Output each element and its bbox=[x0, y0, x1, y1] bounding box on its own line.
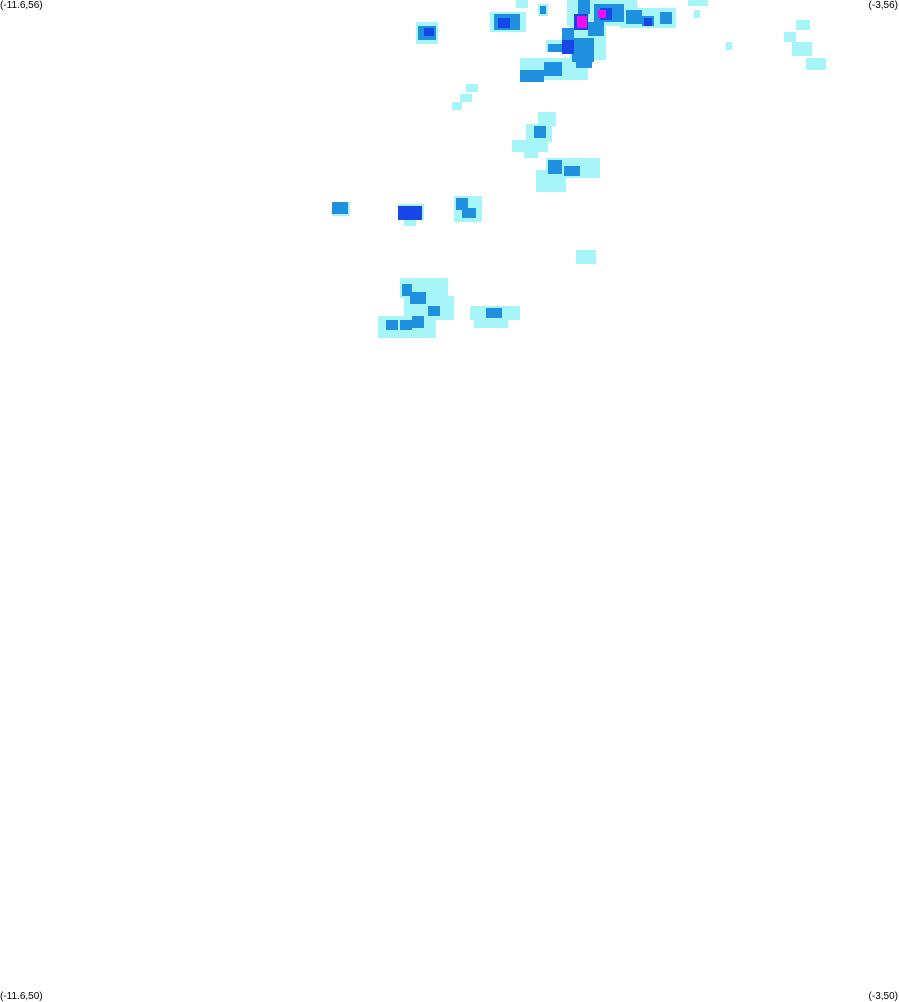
corner-coordinate-bottom-left: (-11.6,50) bbox=[0, 991, 43, 1002]
precip-cell bbox=[402, 284, 412, 296]
precip-cell bbox=[466, 84, 478, 92]
precip-cell bbox=[578, 0, 590, 14]
precip-cells-extreme bbox=[577, 10, 606, 28]
precip-cell bbox=[626, 10, 642, 24]
corner-coordinate-top-right: (-3,56) bbox=[868, 0, 898, 11]
precip-cell bbox=[460, 94, 472, 102]
precip-cell bbox=[576, 58, 592, 68]
precip-cell bbox=[562, 28, 574, 40]
precip-cell bbox=[644, 18, 652, 26]
precip-cell bbox=[332, 202, 348, 214]
precip-cell bbox=[512, 140, 548, 152]
precip-cells-medium bbox=[332, 0, 672, 330]
precip-cell bbox=[588, 22, 604, 36]
corner-coordinate-top-left: (-11.6,56) bbox=[0, 0, 43, 11]
precip-cell bbox=[572, 38, 594, 62]
precip-cell bbox=[806, 58, 826, 70]
precip-cell bbox=[726, 42, 732, 50]
precip-cell bbox=[540, 6, 546, 14]
precip-cell bbox=[474, 318, 508, 328]
precip-cell bbox=[400, 320, 412, 330]
precip-cell bbox=[688, 0, 708, 6]
precip-cell bbox=[576, 250, 596, 264]
precip-cell bbox=[548, 44, 564, 52]
precip-cell bbox=[404, 218, 416, 226]
precip-cell bbox=[410, 292, 426, 304]
corner-coordinate-bottom-right: (-3,50) bbox=[868, 991, 898, 1002]
precip-cell bbox=[462, 208, 476, 218]
precip-cell bbox=[548, 160, 562, 174]
precip-cell bbox=[796, 20, 810, 30]
precip-cell bbox=[564, 166, 580, 176]
precip-cell bbox=[428, 306, 440, 316]
precip-cell bbox=[562, 40, 574, 54]
precip-cell bbox=[456, 198, 468, 210]
precip-cell bbox=[520, 70, 544, 82]
precip-cell bbox=[577, 16, 587, 28]
precip-cell bbox=[784, 32, 796, 42]
precip-cell bbox=[524, 150, 538, 158]
precip-cell bbox=[398, 206, 422, 220]
precip-cell bbox=[538, 112, 556, 126]
precip-cell bbox=[694, 10, 700, 18]
precip-cell bbox=[792, 42, 812, 56]
precip-cell bbox=[486, 308, 502, 318]
precip-cell bbox=[498, 18, 510, 28]
precip-cell bbox=[536, 170, 566, 192]
precip-cell bbox=[660, 12, 672, 24]
precip-cell bbox=[412, 316, 424, 328]
precip-cell bbox=[424, 28, 434, 36]
precip-cell bbox=[544, 62, 562, 76]
precip-cell bbox=[516, 0, 528, 8]
precip-cell bbox=[534, 126, 546, 138]
precip-cell bbox=[386, 320, 398, 330]
precip-cell bbox=[452, 102, 462, 110]
precip-cell bbox=[598, 10, 606, 18]
